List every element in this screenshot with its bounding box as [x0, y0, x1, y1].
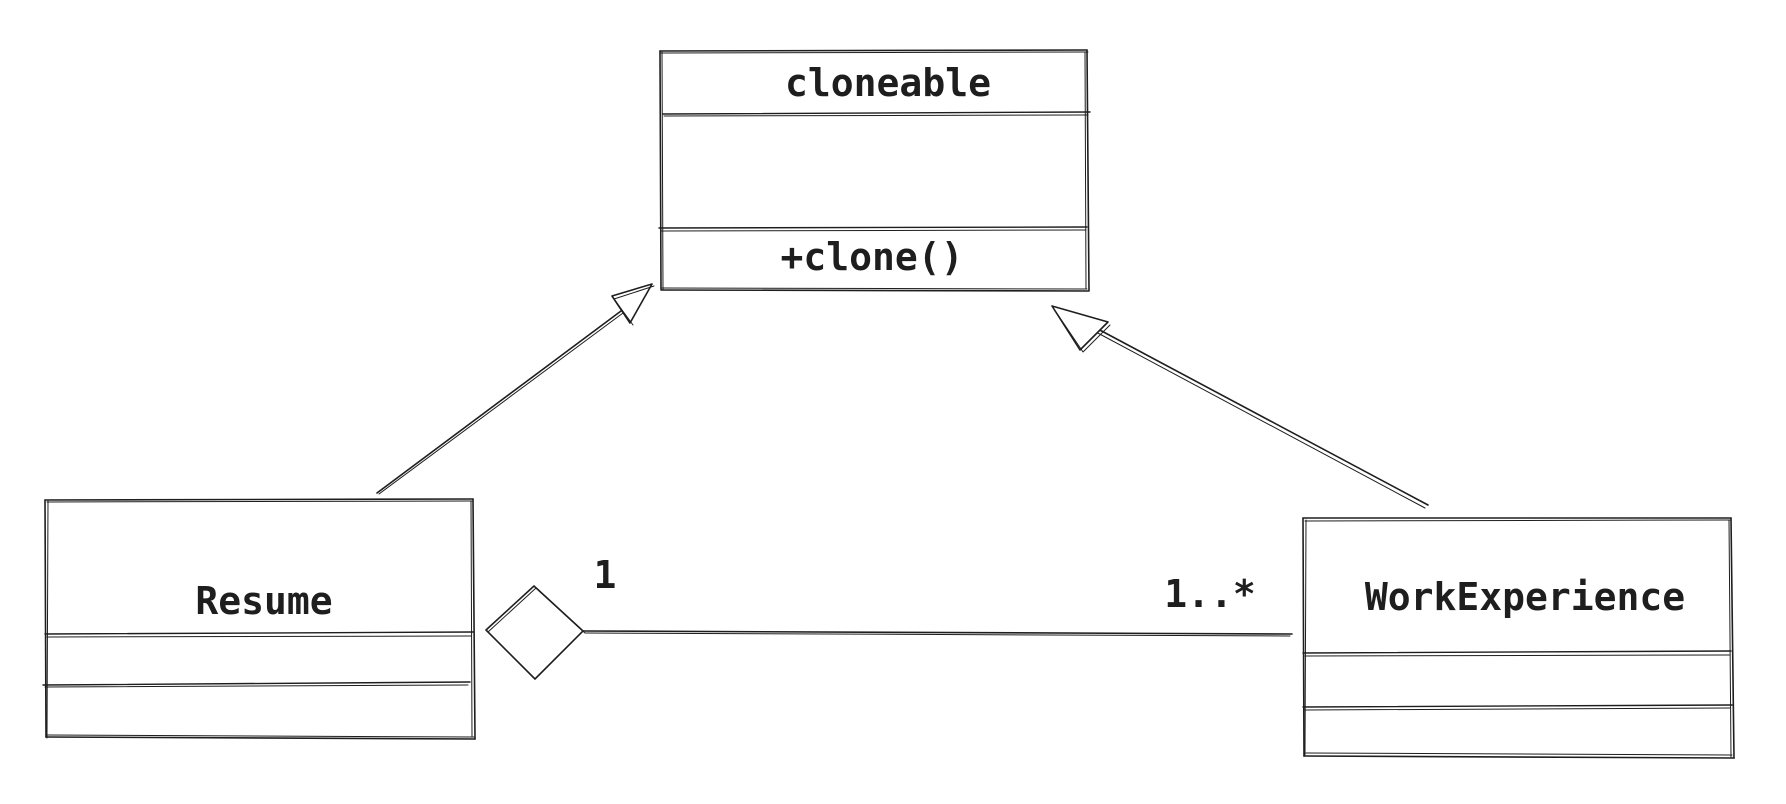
- class-work-experience[interactable]: WorkExperience: [1302, 517, 1735, 759]
- class-name-work-experience: WorkExperience: [1365, 575, 1685, 619]
- multiplicity-resume-end: 1: [594, 553, 617, 597]
- class-name-resume: Resume: [195, 579, 332, 623]
- inheritance-arrowhead-icon: [1051, 305, 1111, 353]
- aggregation-resume-work-experience[interactable]: 1 1..*: [485, 553, 1293, 680]
- class-name-cloneable: cloneable: [785, 61, 991, 105]
- resume-methods-divider: [42, 681, 471, 688]
- class-cloneable[interactable]: cloneable +clone(): [658, 49, 1091, 292]
- class-resume[interactable]: Resume: [42, 498, 476, 740]
- resume-attributes-divider: [44, 631, 474, 638]
- cloneable-attributes-divider: [662, 111, 1091, 117]
- inheritance-arrowhead-icon: [611, 283, 655, 326]
- generalization-work-experience-to-cloneable[interactable]: [1051, 305, 1429, 509]
- generalization-resume-to-cloneable[interactable]: [376, 283, 655, 495]
- cloneable-methods-divider: [658, 226, 1088, 232]
- multiplicity-work-experience-end: 1..*: [1164, 572, 1256, 616]
- aggregation-diamond-icon: [485, 585, 586, 680]
- method-clone: +clone(): [780, 235, 963, 279]
- work-experience-methods-divider: [1302, 704, 1733, 711]
- work-experience-attributes-divider: [1302, 650, 1732, 657]
